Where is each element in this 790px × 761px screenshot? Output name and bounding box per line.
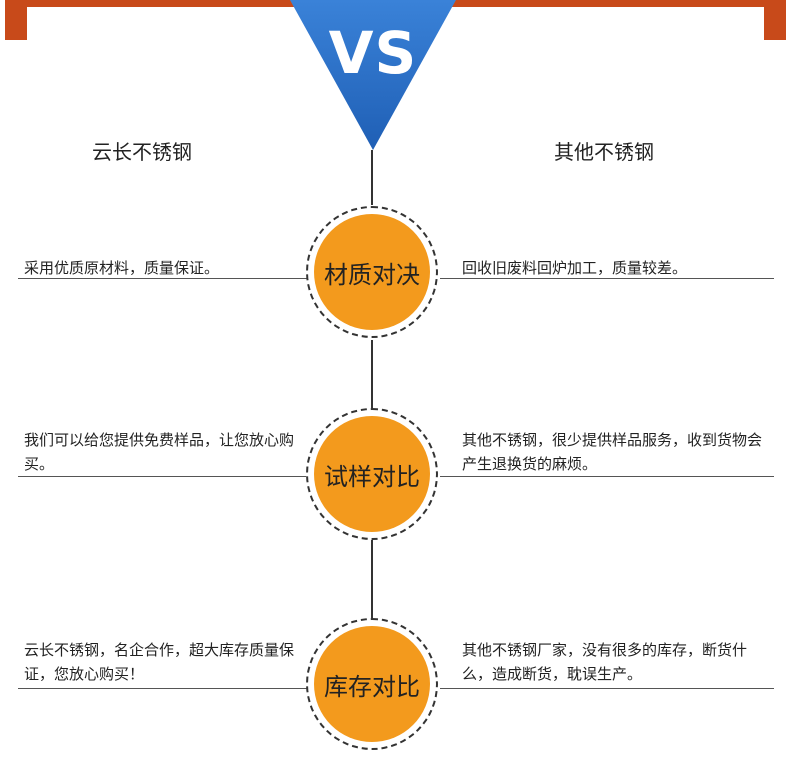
comparison-title-circle: 库存对比 (314, 626, 430, 742)
right-description: 回收旧废料回炉加工，质量较差。 (462, 259, 688, 277)
row-divider-left (18, 476, 308, 477)
left-brand-heading: 云长不锈钢 (92, 140, 192, 164)
connector-line (371, 340, 373, 410)
row-divider-left (18, 688, 308, 689)
row-divider-right (440, 278, 774, 279)
right-description: 其他不锈钢厂家，没有很多的库存，断货什么，造成断货，耽误生产。 (462, 641, 748, 683)
left-description: 云长不锈钢，名企合作，超大库存质量保证，您放心购买！ (24, 641, 295, 683)
left-corner-tab (5, 0, 27, 40)
right-brand-heading: 其他不锈钢 (554, 140, 654, 164)
row-divider-left (18, 278, 308, 279)
comparison-title-circle: 试样对比 (314, 416, 430, 532)
vs-triangle-badge (290, 0, 456, 150)
connector-line (371, 150, 373, 205)
right-description: 其他不锈钢，很少提供样品服务，收到货物会产生退换货的麻烦。 (462, 431, 763, 473)
right-corner-tab (764, 0, 786, 40)
comparison-title-circle: 材质对决 (314, 214, 430, 330)
row-divider-right (440, 476, 774, 477)
vs-label: VS (328, 19, 418, 87)
connector-line (371, 540, 373, 620)
row-divider-right (440, 688, 774, 689)
left-description: 我们可以给您提供免费样品，让您放心购买。 (24, 431, 295, 473)
left-description: 采用优质原材料，质量保证。 (24, 259, 220, 277)
